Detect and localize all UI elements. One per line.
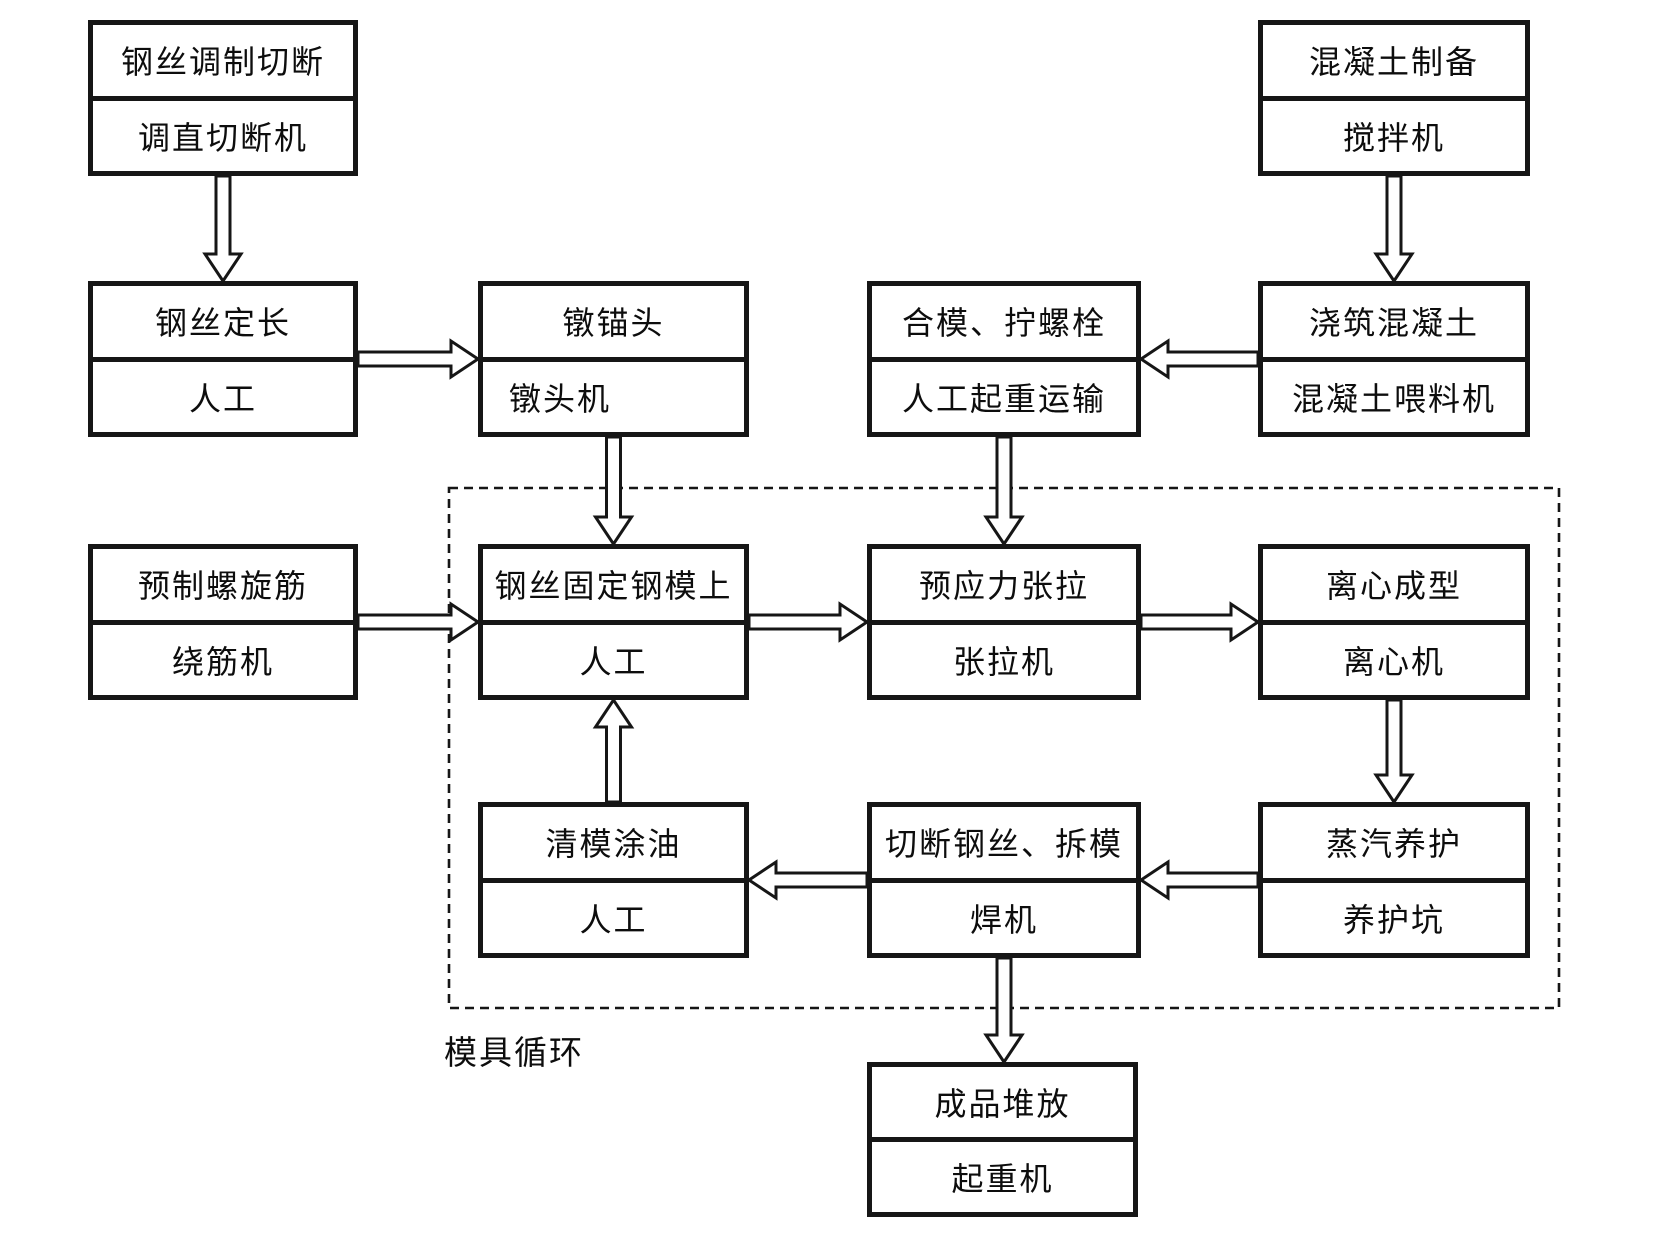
process-label: 混凝土制备 [1263, 25, 1525, 101]
process-label: 预制螺旋筋 [93, 549, 353, 625]
arrow-steam-cure-to-cut-demold [1138, 859, 1260, 901]
node-prestress: 预应力张拉 张拉机 [867, 544, 1141, 700]
node-upset-anchor: 镦锚头 镦头机 [478, 281, 749, 437]
mold-cycle-label: 模具循环 [444, 1033, 584, 1072]
node-concrete-prep: 混凝土制备 搅拌机 [1258, 20, 1530, 176]
node-clean-oil: 清模涂油 人工 [478, 802, 749, 958]
node-wire-length: 钢丝定长 人工 [88, 281, 358, 437]
equipment-label: 人工起重运输 [901, 379, 1106, 418]
node-stack: 成品堆放 起重机 [867, 1062, 1138, 1217]
node-wire-cut: 钢丝调制切断 调直切断机 [88, 20, 358, 176]
arrow-fix-wire-to-prestress [747, 601, 870, 643]
arrow-spiral-rebar-to-fix-wire [356, 601, 481, 643]
equipment-label: 焊机 [969, 900, 1038, 939]
process-label: 蒸汽养护 [1263, 807, 1525, 883]
equipment-label: 混凝土喂料机 [1291, 379, 1496, 418]
node-centrifugal: 离心成型 离心机 [1258, 544, 1530, 700]
process-label: 镦锚头 [483, 286, 744, 362]
process-label: 离心成型 [1263, 549, 1525, 625]
process-label: 钢丝调制切断 [93, 25, 353, 101]
equipment-label: 起重机 [951, 1160, 1054, 1198]
equipment-label: 张拉机 [952, 642, 1055, 681]
equipment-label: 绕筋机 [171, 642, 274, 681]
equipment-label: 调直切断机 [137, 118, 308, 157]
process-label: 成品堆放 [872, 1067, 1133, 1142]
process-label: 清模涂油 [483, 807, 744, 883]
node-pour-concrete: 浇筑混凝土 混凝土喂料机 [1258, 281, 1530, 437]
node-close-mold: 合模、拧螺栓 人工起重运输 [867, 281, 1141, 437]
process-label: 预应力张拉 [872, 549, 1136, 625]
node-cut-demold: 切断钢丝、拆模 焊机 [867, 802, 1141, 958]
arrow-cut-demold-to-stack [983, 956, 1025, 1065]
process-label: 钢丝定长 [93, 286, 353, 362]
node-spiral-rebar: 预制螺旋筋 绕筋机 [88, 544, 358, 700]
arrow-close-mold-to-prestress [983, 435, 1025, 547]
node-steam-cure: 蒸汽养护 养护坑 [1258, 802, 1530, 958]
equipment-label: 镦头机 [509, 379, 612, 418]
process-label: 合模、拧螺栓 [872, 286, 1136, 362]
equipment-label: 搅拌机 [1342, 118, 1445, 157]
equipment-label: 人工 [188, 379, 257, 418]
arrow-wire-cut-to-wire-length [202, 174, 244, 284]
arrow-cut-demold-to-clean-oil [746, 859, 869, 901]
equipment-label: 人工 [579, 642, 648, 681]
arrow-concrete-prep-to-pour-concrete [1373, 174, 1415, 284]
arrow-wire-length-to-upset-anchor [356, 338, 481, 380]
node-fix-wire: 钢丝固定钢模上 人工 [478, 544, 749, 700]
arrow-pour-concrete-to-close-mold [1138, 338, 1260, 380]
arrow-centrifugal-to-steam-cure [1373, 698, 1415, 805]
arrow-prestress-to-centrifugal [1139, 601, 1261, 643]
process-label: 切断钢丝、拆模 [872, 807, 1136, 883]
equipment-label: 养护坑 [1342, 900, 1445, 939]
process-label: 钢丝固定钢模上 [483, 549, 744, 625]
equipment-label: 离心机 [1342, 642, 1445, 681]
process-label: 浇筑混凝土 [1263, 286, 1525, 362]
arrow-clean-oil-to-fix-wire [592, 697, 635, 804]
equipment-label: 人工 [579, 900, 648, 939]
arrow-upset-anchor-to-fix-wire [592, 435, 635, 547]
